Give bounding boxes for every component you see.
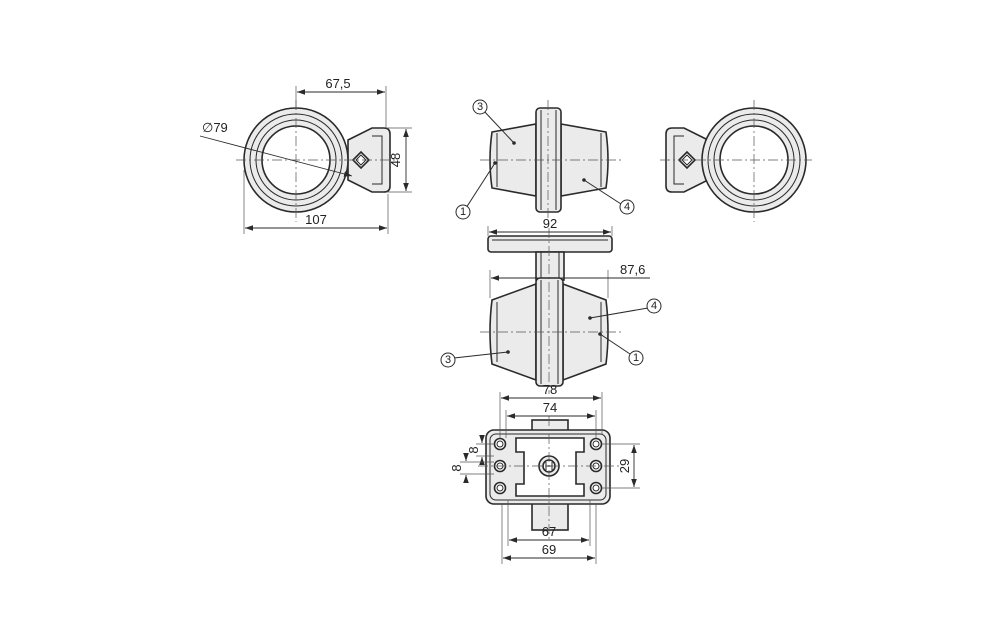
callout-3-mid: 3 [445,354,451,366]
callout-1-top: 1 [460,206,466,218]
dim-hole-8b: 8 [449,464,464,471]
callout-3-top: 3 [477,101,483,113]
dim-side-width: 67,5 [325,76,350,91]
dim-hole-8a: 8 [466,446,481,453]
callout-4-mid: 4 [651,300,657,312]
dim-side-height: 48 [388,153,403,167]
dim-base-69: 69 [542,542,556,557]
dim-base-78: 78 [543,382,557,397]
rear-view-right [660,100,812,222]
dim-base-74: 74 [543,400,557,415]
callout-1-mid: 1 [633,352,639,364]
side-view-top: 3 1 4 [455,99,635,220]
base-plate-view: 78 74 8 8 29 67 69 [449,382,640,564]
dim-mount-width: 92 [543,216,557,231]
front-view-left: 67,5 48 ∅79 107 [199,76,412,234]
dim-hole-29: 29 [617,459,632,473]
dim-base-67: 67 [542,524,556,539]
top-view-mounted: 92 87,6 4 1 3 [440,216,662,394]
dim-diameter: ∅79 [202,120,228,135]
dim-depth: 87,6 [620,262,645,277]
dim-overall-width: 107 [305,212,327,227]
callout-4-top: 4 [624,201,630,213]
